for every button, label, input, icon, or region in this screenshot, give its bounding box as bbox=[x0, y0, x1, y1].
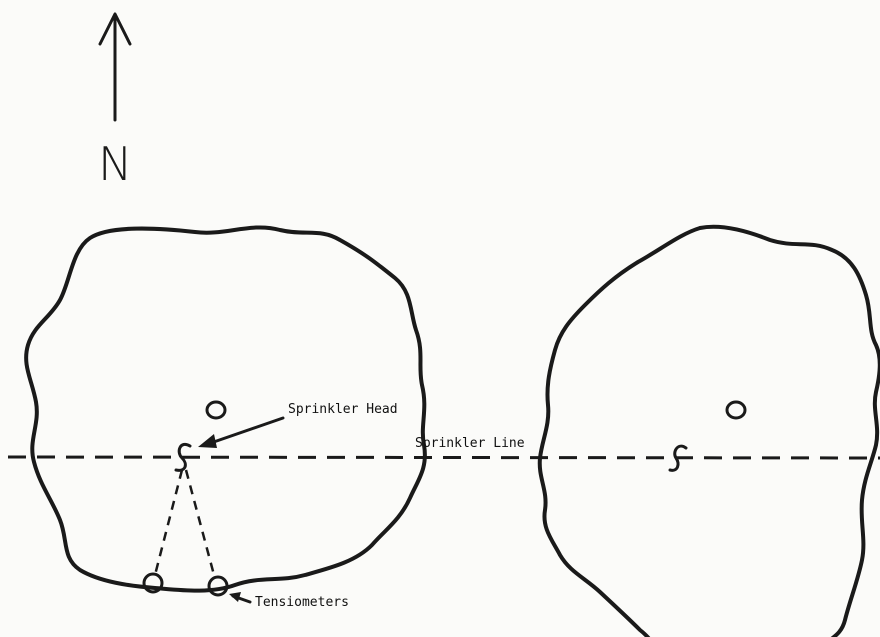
sprinkler-line bbox=[7, 455, 880, 460]
tensiometers-pointer bbox=[229, 592, 252, 604]
sprinkler-head-icon bbox=[668, 444, 688, 472]
north-arrow-icon bbox=[98, 12, 132, 122]
tree-marker-icon bbox=[205, 400, 227, 420]
left-wetted-area bbox=[24, 225, 427, 593]
north-label: N bbox=[98, 137, 132, 191]
tensiometer-connector bbox=[184, 469, 216, 576]
tensiometer-icon bbox=[142, 572, 164, 594]
sprinkler-line-label: Sprinkler Line bbox=[415, 436, 525, 451]
sprinkler-head-pointer bbox=[198, 416, 285, 448]
tree-marker-icon bbox=[725, 400, 747, 420]
sprinkler-head-label: Sprinkler Head bbox=[288, 402, 398, 417]
sprinkler-head-icon bbox=[174, 443, 192, 472]
tensiometer-icon bbox=[207, 575, 229, 597]
tensiometer-connector bbox=[153, 469, 184, 576]
right-wetted-area bbox=[537, 224, 880, 637]
tensiometers-label: Tensiometers bbox=[255, 595, 349, 610]
